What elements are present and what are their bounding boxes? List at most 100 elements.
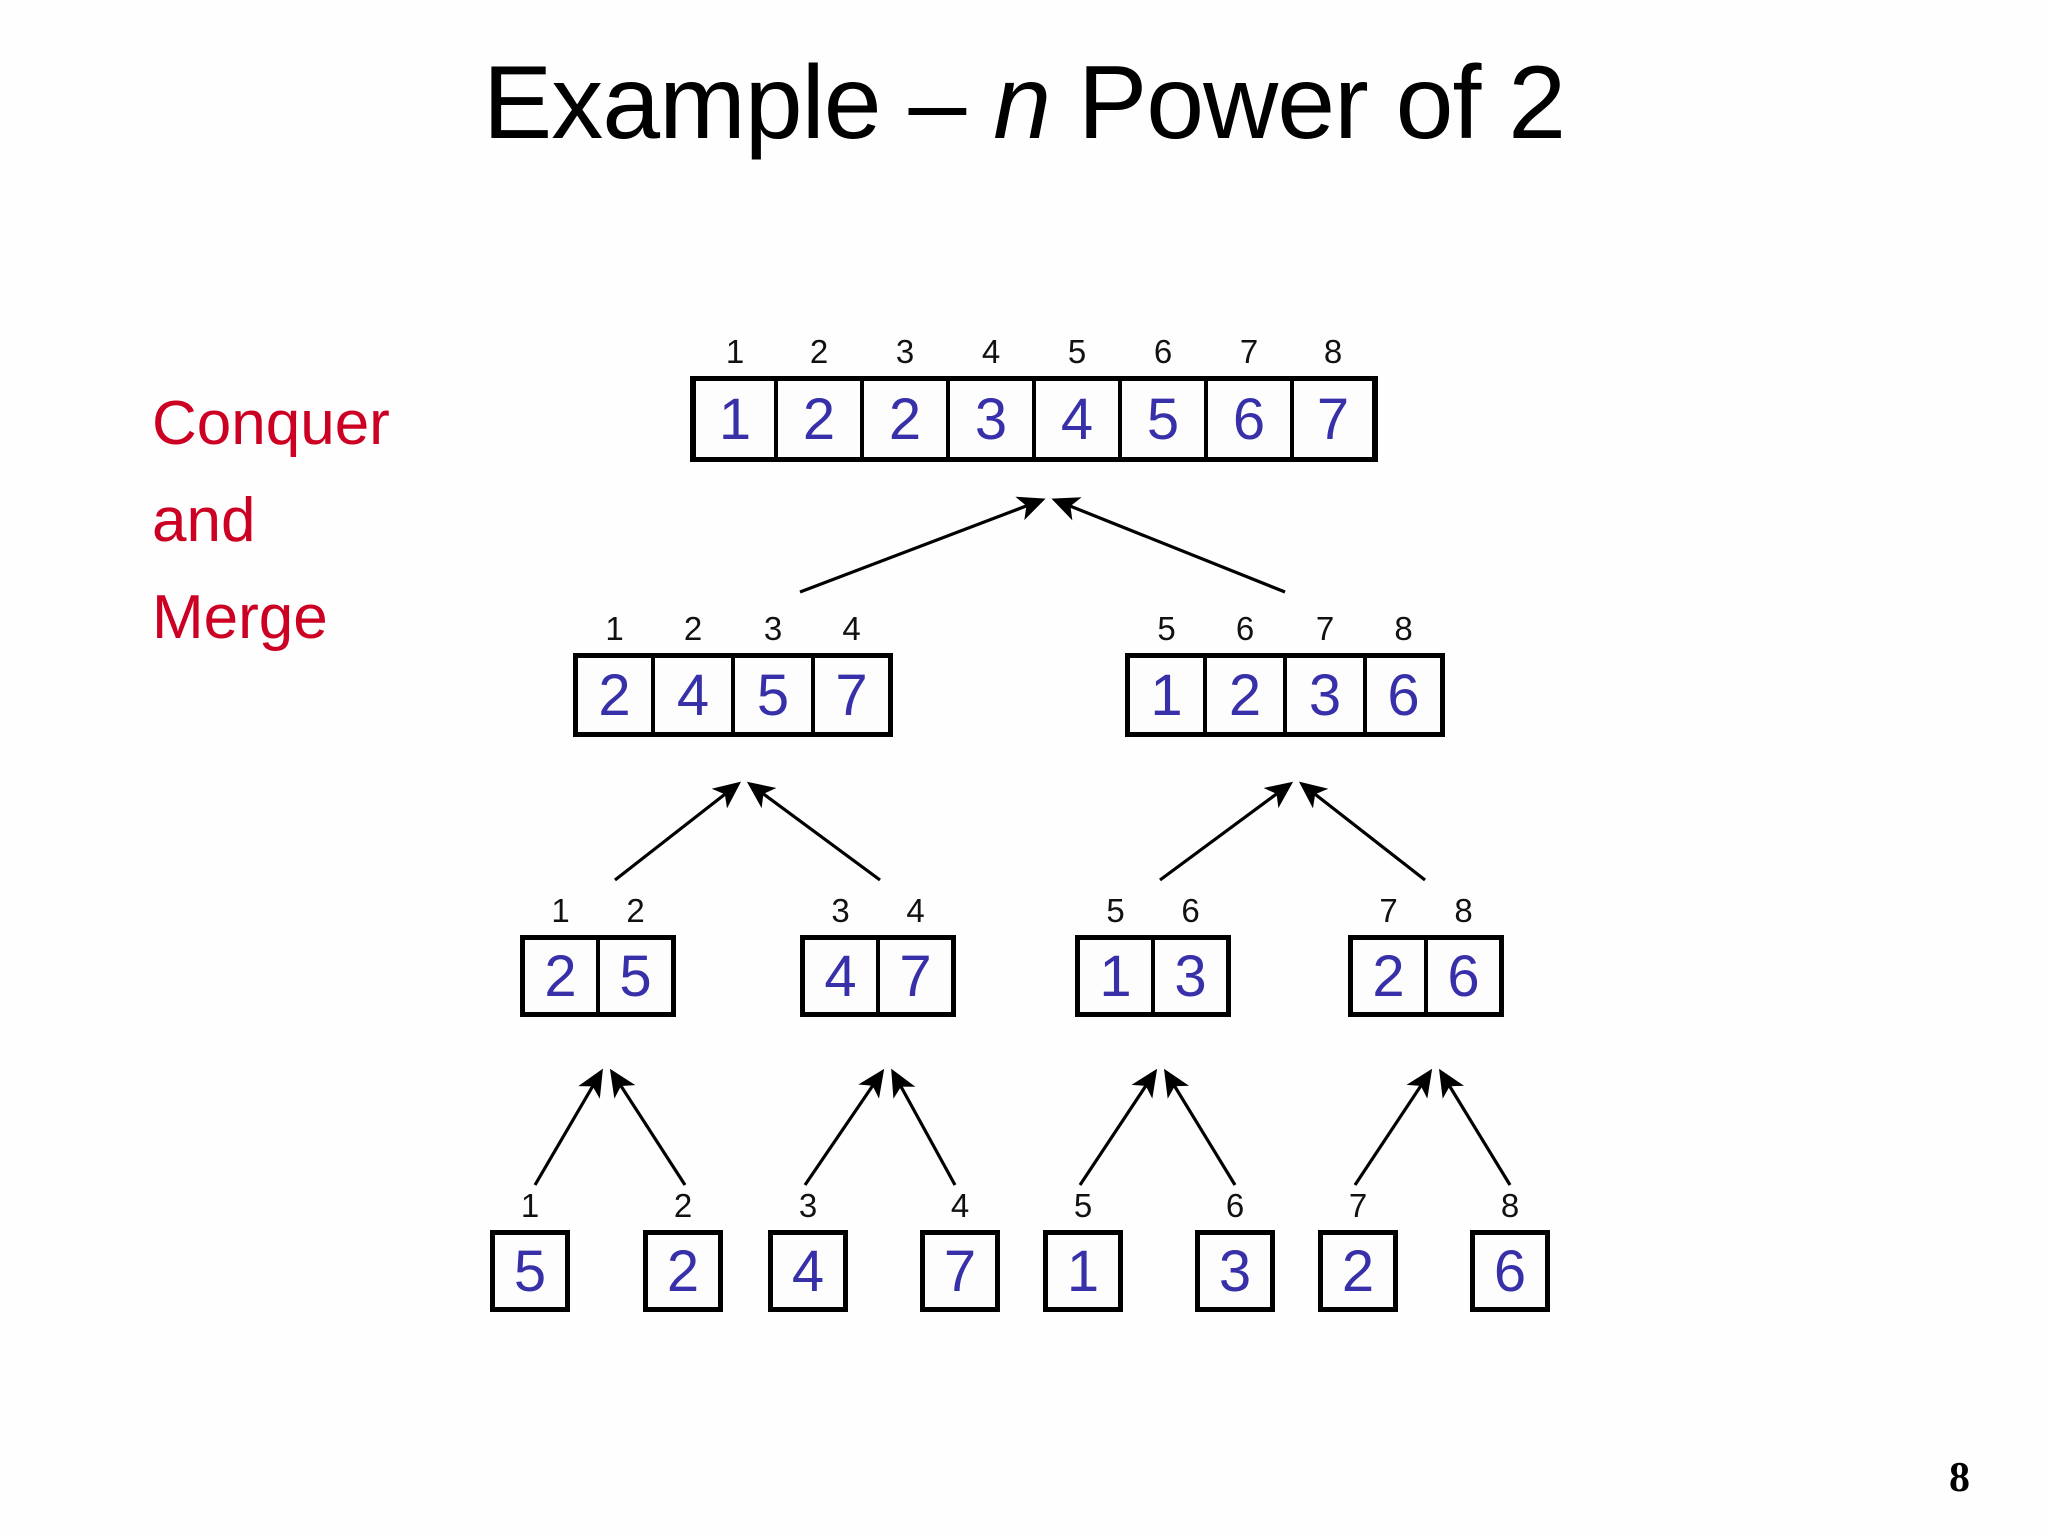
cell-half-left-3[interactable]: 3 5 [733, 612, 813, 737]
arrow-single5-to-pair3 [1078, 1068, 1158, 1186]
index-half-left-3: 3 [763, 610, 783, 647]
index-pair-4-a: 7 [1379, 892, 1398, 929]
index-single-8: 8 [1500, 1187, 1520, 1224]
value-half-left-2: 4 [676, 662, 710, 728]
index-single-7: 7 [1348, 1187, 1368, 1224]
cell-single-2[interactable]: 2 2 [643, 1189, 723, 1312]
value-half-left-1: 2 [598, 662, 631, 728]
cell-pair-3-b[interactable]: 6 3 [1153, 894, 1231, 1017]
cell-half-left-2[interactable]: 2 4 [653, 612, 733, 737]
arrow-single8-to-pair4 [1438, 1068, 1512, 1186]
value-half-right-3: 3 [1308, 662, 1342, 728]
cell-single-4[interactable]: 4 7 [920, 1189, 1000, 1312]
index-half-left-2: 2 [683, 610, 703, 647]
value-pair-3-a: 1 [1099, 943, 1132, 1009]
value-pair-2-b: 7 [899, 943, 932, 1009]
title-variable-n: n [993, 45, 1051, 161]
caption-line-2: and [152, 486, 256, 555]
cell-single-8[interactable]: 8 6 [1470, 1189, 1550, 1312]
cell-single-7[interactable]: 7 2 [1318, 1189, 1398, 1312]
cell-pair-1-a[interactable]: 1 2 [520, 894, 598, 1017]
index-merged-5: 5 [1067, 333, 1087, 370]
cell-pair-1-b[interactable]: 2 5 [598, 894, 676, 1017]
array-single-2: 2 2 [643, 1189, 723, 1312]
cell-single-3[interactable]: 3 4 [768, 1189, 848, 1312]
array-single-8: 8 6 [1470, 1189, 1550, 1312]
arrow-pair4-to-half-right [1298, 781, 1426, 882]
arrow-pair3-to-half-right [1159, 781, 1294, 882]
arrow-single6-to-pair3 [1163, 1068, 1237, 1186]
index-merged-8: 8 [1323, 333, 1343, 370]
caption-conquer-and-merge: Conquer and Merge [152, 375, 532, 666]
value-single-8: 6 [1493, 1238, 1527, 1304]
value-half-left-4: 7 [835, 662, 868, 728]
value-pair-1-b: 5 [619, 943, 652, 1009]
value-single-7: 2 [1341, 1238, 1375, 1304]
array-single-7: 7 2 [1318, 1189, 1398, 1312]
value-merged-7: 6 [1232, 386, 1266, 452]
index-pair-4-b: 8 [1454, 892, 1473, 929]
index-single-5: 5 [1073, 1187, 1093, 1224]
index-pair-3-a: 5 [1106, 892, 1125, 929]
value-single-6: 3 [1218, 1238, 1252, 1304]
value-half-right-1: 1 [1150, 662, 1183, 728]
cell-half-left-1[interactable]: 1 2 [573, 612, 653, 737]
cell-merged-6[interactable]: 6 5 [1120, 335, 1206, 462]
cell-merged-8[interactable]: 8 7 [1292, 335, 1378, 462]
cell-merged-1[interactable]: 1 1 [690, 335, 776, 462]
cell-half-right-3[interactable]: 7 3 [1285, 612, 1365, 737]
arrow-single1-to-pair1 [533, 1068, 603, 1186]
value-half-right-4: 6 [1387, 662, 1420, 728]
array-single-6: 6 3 [1195, 1189, 1275, 1312]
page-number: 8 [1949, 1455, 1970, 1501]
cell-merged-7[interactable]: 7 6 [1206, 335, 1292, 462]
cell-single-1[interactable]: 1 5 [490, 1189, 570, 1312]
index-half-left-1: 1 [605, 610, 624, 647]
cell-half-right-1[interactable]: 5 1 [1125, 612, 1205, 737]
cell-pair-3-a[interactable]: 5 1 [1075, 894, 1153, 1017]
cell-half-right-4[interactable]: 8 6 [1365, 612, 1445, 737]
cell-merged-4[interactable]: 4 3 [948, 335, 1034, 462]
value-pair-3-b: 3 [1174, 943, 1207, 1009]
index-merged-7: 7 [1239, 333, 1259, 370]
index-pair-2-b: 4 [906, 892, 925, 929]
value-pair-4-a: 2 [1372, 943, 1405, 1009]
arrow-half-left-to-merged [799, 496, 1046, 594]
caption-line-3: Merge [152, 583, 328, 652]
arrow-pair1-to-half-left [614, 781, 742, 882]
cell-half-left-4[interactable]: 4 7 [813, 612, 893, 737]
array-half-left: 1 2 2 4 3 5 4 7 [573, 612, 893, 737]
index-half-right-2: 6 [1235, 610, 1255, 647]
cell-single-6[interactable]: 6 3 [1195, 1189, 1275, 1312]
cell-pair-2-a[interactable]: 3 4 [800, 894, 878, 1017]
value-half-left-3: 5 [756, 662, 790, 728]
value-pair-4-b: 6 [1447, 943, 1480, 1009]
value-single-2: 2 [666, 1238, 700, 1304]
array-pair-1: 1 2 2 5 [520, 894, 676, 1017]
index-merged-1: 1 [725, 333, 745, 370]
index-single-6: 6 [1225, 1187, 1245, 1224]
cell-merged-2[interactable]: 2 2 [776, 335, 862, 462]
title-suffix: Power of 2 [1050, 45, 1566, 161]
value-merged-3: 2 [888, 386, 922, 452]
arrow-single4-to-pair2 [891, 1068, 957, 1186]
arrow-half-right-to-merged [1051, 497, 1286, 594]
cell-pair-4-b[interactable]: 8 6 [1426, 894, 1504, 1017]
index-single-2: 2 [673, 1187, 693, 1224]
array-single-5: 5 1 [1043, 1189, 1123, 1312]
cell-merged-5[interactable]: 5 4 [1034, 335, 1120, 462]
value-half-right-2: 2 [1228, 662, 1262, 728]
cell-half-right-2[interactable]: 6 2 [1205, 612, 1285, 737]
index-single-4: 4 [950, 1187, 970, 1224]
index-half-right-4: 8 [1394, 610, 1413, 647]
index-pair-3-b: 6 [1181, 892, 1200, 929]
cell-pair-2-b[interactable]: 4 7 [878, 894, 956, 1017]
cell-merged-3[interactable]: 3 2 [862, 335, 948, 462]
cell-pair-4-a[interactable]: 7 2 [1348, 894, 1426, 1017]
array-merged: 1 1 2 2 3 2 4 3 5 4 6 5 [690, 335, 1378, 462]
arrow-pair2-to-half-left [746, 781, 881, 882]
title-prefix: Example – [482, 45, 994, 161]
cell-single-5[interactable]: 5 1 [1043, 1189, 1123, 1312]
